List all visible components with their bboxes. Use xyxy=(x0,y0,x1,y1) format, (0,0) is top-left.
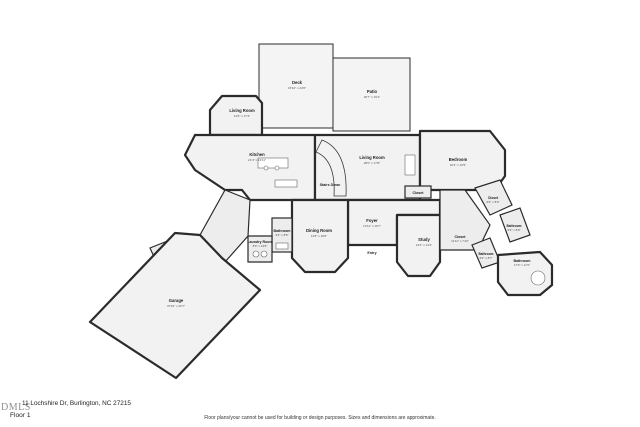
floor-label: Floor 1 xyxy=(10,412,31,419)
room-garage: Garage 37'10" x 26'7" xyxy=(88,231,262,380)
property-address: 11 Lochshire Dr, Burlington, NC 27215 xyxy=(22,400,131,407)
room-deck-name: Deck xyxy=(292,80,303,85)
room-foyer-name: Foyer xyxy=(366,218,378,223)
room-study-name: Study xyxy=(418,237,430,242)
room-living-room-main-dims: 28'0" x 17'8" xyxy=(364,161,380,165)
room-patio-name: Patio xyxy=(367,89,378,94)
room-living-room-upper-dims: 14'6" x 17'3" xyxy=(234,114,250,118)
room-patio: Patio 30'7" x 19'1" xyxy=(332,57,411,132)
room-closet-2-dims: 11'11" x 7'10" xyxy=(451,239,469,243)
room-bathroom-1-name: Bathroom xyxy=(274,229,291,233)
room-kitchen-dims: 21'4" x 13'11" xyxy=(248,158,266,162)
room-laundry-room-dims: 8'6" x 13'8" xyxy=(253,244,268,248)
watermark-logo: DMLS xyxy=(1,402,31,413)
room-stairs-down-name: Stairs Down xyxy=(320,183,341,187)
room-living-room-upper: Living Room 14'6" x 17'3" xyxy=(208,94,264,137)
room-entry-name: Entry xyxy=(367,251,376,255)
room-closet-1-name: Closet xyxy=(413,191,425,195)
room-bathroom-4-dims: 17'6" x 11'5" xyxy=(514,263,530,267)
room-bathroom-1: Bathroom 9'3" x 8'5" xyxy=(271,217,293,253)
room-bedroom-main: Bedroom 22'4" x 23'9" xyxy=(418,129,507,192)
room-bedroom-main-dims: 22'4" x 23'9" xyxy=(450,163,466,167)
room-laundry-room: Laundry Room 8'6" x 13'8" xyxy=(247,235,273,263)
room-study-dims: 14'4" x 14'3" xyxy=(416,243,432,247)
room-laundry-room-name: Laundry Room xyxy=(247,240,272,244)
room-kitchen-name: Kitchen xyxy=(249,152,265,157)
room-bathroom-2-name: Bathroom xyxy=(478,252,493,256)
room-dining-room-dims: 14'8" x 18'6" xyxy=(311,234,327,238)
room-entry: Entry xyxy=(367,251,376,255)
room-living-room-main-name: Living Room xyxy=(359,155,385,160)
room-stairs-down: Stairs Down xyxy=(315,139,347,197)
room-closet-3-dims: 6'9" x 8'9" xyxy=(486,200,499,204)
room-kitchen: Kitchen 21'4" x 13'11" xyxy=(183,133,317,202)
room-bathroom-4: Bathroom 17'6" x 11'5" xyxy=(496,250,554,297)
room-bathroom-1-dims: 9'3" x 8'5" xyxy=(275,233,288,237)
room-bathroom-2-dims: 3'9" x 8'7" xyxy=(479,256,492,260)
room-dining-room: Dining Room 14'8" x 18'6" xyxy=(290,198,350,274)
room-garage-dims: 37'10" x 26'7" xyxy=(167,304,185,308)
room-bathroom-3: Bathroom 6'9" x 8'9" xyxy=(499,207,531,243)
room-closet-2: Closet 11'11" x 7'10" xyxy=(439,189,491,251)
room-deck-dims: 15'10" x 24'6" xyxy=(288,86,306,90)
room-bathroom-3-dims: 6'9" x 8'9" xyxy=(507,228,520,232)
room-deck: Deck 15'10" x 24'6" xyxy=(258,43,334,129)
room-patio-dims: 30'7" x 19'1" xyxy=(364,95,380,99)
room-living-room-upper-name: Living Room xyxy=(229,108,255,113)
room-bedroom-main-name: Bedroom xyxy=(449,157,468,162)
disclaimer-text: Floor plans/your cannot be used for buil… xyxy=(204,415,436,421)
room-bathroom-3-name: Bathroom xyxy=(506,224,521,228)
room-closet-1: Closet xyxy=(404,185,432,199)
room-foyer-dims: 13'11" x 10'7" xyxy=(363,224,381,228)
room-bathroom-4-name: Bathroom xyxy=(514,259,531,263)
room-dining-room-name: Dining Room xyxy=(306,228,332,233)
room-closet-3-name: Closet xyxy=(488,196,499,200)
room-study: Study 14'4" x 14'3" xyxy=(395,213,442,278)
room-garage-name: Garage xyxy=(169,298,184,303)
room-closet-2-name: Closet xyxy=(455,235,467,239)
room-closet-3: Closet 6'9" x 8'9" xyxy=(474,179,513,216)
